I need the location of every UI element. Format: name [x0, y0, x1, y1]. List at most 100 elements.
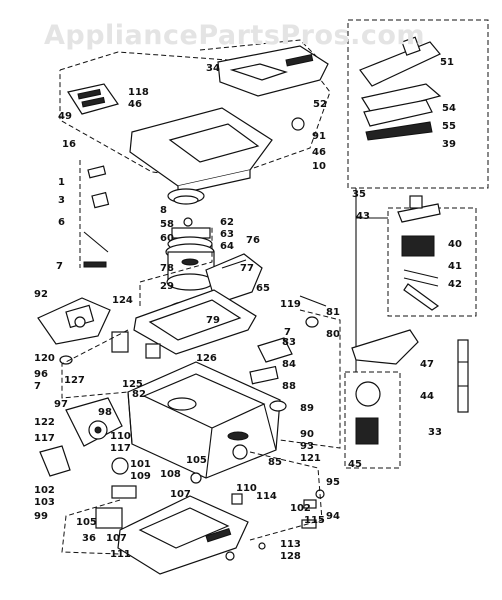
part-label: 108: [160, 469, 181, 480]
part-label: 34: [206, 63, 220, 74]
part-label: 113: [280, 539, 301, 550]
part-label: 60: [160, 233, 174, 244]
part-label: 42: [448, 279, 462, 290]
part-label: 49: [58, 111, 72, 122]
small-parts: [59, 117, 327, 561]
part-label: 81: [326, 307, 340, 318]
part-label: 64: [220, 241, 234, 252]
watermark: AppliancePartsPros.com: [44, 20, 426, 51]
part-label: 1: [58, 177, 65, 188]
part-label: 62: [220, 217, 234, 228]
part-label: 117: [34, 433, 55, 444]
part-label: 105: [76, 517, 97, 528]
part-label: 10: [312, 161, 326, 172]
part-label: 43: [356, 211, 370, 222]
part-label: 127: [64, 375, 85, 386]
part-label: 91: [312, 131, 326, 142]
part-label: 110: [236, 483, 257, 494]
part-label: 45: [348, 459, 362, 470]
part-label: 122: [34, 417, 55, 428]
bottom-plate: [117, 495, 249, 575]
latch-part: [67, 83, 119, 115]
part-label: 102: [290, 503, 311, 514]
wheel-assembly: [39, 397, 123, 477]
part-label: 119: [280, 299, 301, 310]
part-label: 102: [34, 485, 55, 496]
part-label: 40: [448, 239, 462, 250]
part-label: 3: [58, 195, 65, 206]
part-label: 117: [110, 443, 131, 454]
part-label: 92: [34, 289, 48, 300]
part-label: 33: [428, 427, 442, 438]
part-label: 110: [110, 431, 131, 442]
part-label: 107: [106, 533, 127, 544]
part-label: 99: [34, 511, 48, 522]
part-label: 95: [326, 477, 340, 488]
part-label: 55: [442, 121, 456, 132]
part-label: 77: [240, 263, 254, 274]
part-label: 6: [58, 217, 65, 228]
accessory-group-box-mid: [387, 207, 477, 317]
part-label: 39: [442, 139, 456, 150]
accessories: [351, 36, 469, 445]
part-label: 7: [34, 381, 41, 392]
part-label: 8: [160, 205, 167, 216]
part-label: 126: [196, 353, 217, 364]
part-label: 7: [284, 327, 291, 338]
part-label: 7: [56, 261, 63, 272]
part-label: 16: [62, 139, 76, 150]
part-label: 79: [206, 315, 220, 326]
part-label: 101: [130, 459, 151, 470]
part-label: 125: [122, 379, 143, 390]
part-label: 97: [54, 399, 68, 410]
part-label: 51: [440, 57, 454, 68]
part-label: 128: [280, 551, 301, 562]
part-label: 54: [442, 103, 456, 114]
part-label: 115: [304, 515, 325, 526]
part-label: 46: [312, 147, 326, 158]
part-label: 120: [34, 353, 55, 364]
part-label: 41: [448, 261, 462, 272]
part-label: 76: [246, 235, 260, 246]
part-label: 80: [326, 329, 340, 340]
part-label: 93: [300, 441, 314, 452]
part-label: 98: [98, 407, 112, 418]
part-label: 105: [186, 455, 207, 466]
top-cover-part: [129, 107, 273, 195]
part-label: 124: [112, 295, 133, 306]
part-label: 63: [220, 229, 234, 240]
accessory-group-box-top: [347, 19, 489, 189]
part-label: 35: [352, 189, 366, 200]
part-label: 52: [313, 99, 327, 110]
part-label: 29: [160, 281, 174, 292]
part-label: 96: [34, 369, 48, 380]
part-label: 111: [110, 549, 131, 560]
part-label: 82: [132, 389, 146, 400]
part-label: 89: [300, 403, 314, 414]
part-label: 78: [160, 263, 174, 274]
part-label: 103: [34, 497, 55, 508]
accessory-group-box-low: [344, 371, 401, 469]
part-label: 65: [256, 283, 270, 294]
part-label: 109: [130, 471, 151, 482]
part-label: 36: [82, 533, 96, 544]
part-label: 114: [256, 491, 277, 502]
motor-assembly: [165, 227, 215, 315]
part-label: 88: [282, 381, 296, 392]
part-label: 46: [128, 99, 142, 110]
part-label: 90: [300, 429, 314, 440]
part-label: 58: [160, 219, 174, 230]
part-label: 44: [420, 391, 434, 402]
part-label: 94: [326, 511, 340, 522]
part-label: 83: [282, 337, 296, 348]
part-label: 85: [268, 457, 282, 468]
part-label: 84: [282, 359, 296, 370]
handle-cover-part: [217, 45, 329, 97]
part-label: 47: [420, 359, 434, 370]
part-label: 107: [170, 489, 191, 500]
part-label: 121: [300, 453, 321, 464]
filter-box: [37, 297, 111, 345]
part-label: 118: [128, 87, 149, 98]
